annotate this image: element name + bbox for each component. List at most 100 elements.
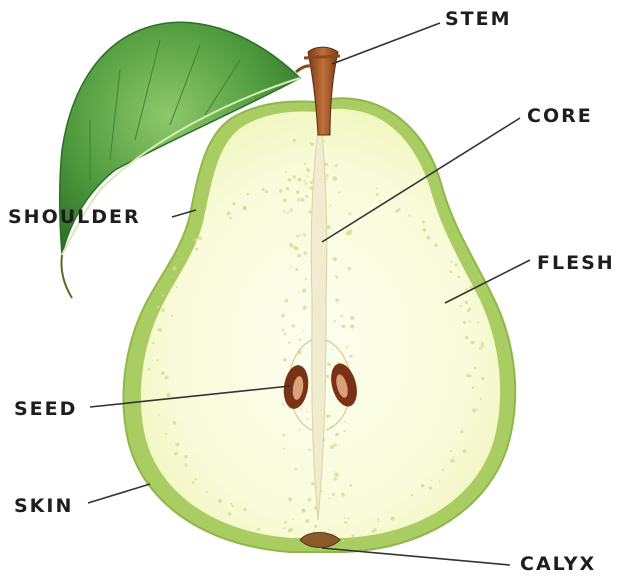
speckle	[326, 178, 328, 180]
speckle	[287, 212, 289, 214]
speckle	[284, 521, 287, 524]
speckle	[335, 165, 338, 168]
speckle	[303, 306, 307, 310]
speckle	[195, 478, 197, 480]
speckle	[231, 505, 233, 507]
seed-label: SEED	[14, 400, 77, 419]
speckle	[468, 308, 471, 311]
speckle	[230, 503, 232, 505]
speckle	[335, 433, 339, 437]
speckle	[351, 534, 354, 537]
speckle	[228, 512, 231, 515]
speckle	[262, 188, 265, 191]
speckle	[166, 393, 170, 397]
speckle	[283, 198, 287, 202]
speckle	[462, 449, 466, 453]
speckle	[298, 291, 300, 293]
speckle	[281, 314, 285, 318]
speckle	[284, 332, 287, 335]
speckle	[198, 236, 202, 240]
speckle	[162, 294, 164, 296]
speckle	[469, 320, 471, 322]
speckle	[283, 210, 285, 212]
speckle	[421, 484, 425, 488]
speckle	[229, 217, 232, 220]
speckle	[449, 271, 452, 274]
stem-leader	[332, 23, 440, 64]
speckle	[206, 491, 208, 493]
speckle	[479, 347, 482, 350]
speckle	[292, 518, 294, 520]
speckle	[296, 235, 299, 238]
skin-label: SKIN	[14, 497, 73, 516]
speckle	[299, 339, 301, 341]
speckle	[334, 320, 336, 322]
speckle	[165, 376, 169, 380]
speckle	[232, 202, 235, 205]
speckle	[302, 289, 306, 293]
speckle	[303, 233, 306, 236]
speckle	[344, 521, 347, 524]
calyx-label: CALYX	[520, 555, 596, 574]
speckle	[335, 298, 339, 302]
speckle	[321, 490, 323, 492]
speckle	[288, 178, 292, 182]
speckle	[176, 286, 178, 288]
speckle	[161, 371, 165, 375]
speckle	[377, 518, 379, 520]
speckle	[450, 261, 452, 263]
speckle	[314, 525, 317, 528]
speckle	[480, 398, 482, 400]
core-label: CORE	[527, 107, 593, 126]
speckle	[172, 266, 176, 270]
speckle	[439, 480, 441, 482]
speckle	[310, 181, 313, 184]
speckle	[330, 445, 334, 449]
speckle	[349, 355, 352, 358]
speckle	[174, 452, 178, 456]
speckle	[194, 238, 197, 241]
speckle	[309, 142, 311, 144]
speckle	[350, 316, 354, 320]
speckle	[434, 244, 437, 247]
speckle	[337, 163, 339, 165]
speckle	[291, 266, 293, 268]
speckle	[243, 207, 246, 210]
speckle	[342, 540, 344, 542]
speckle	[184, 463, 186, 465]
speckle	[379, 200, 381, 202]
speckle	[335, 473, 339, 477]
speckle	[301, 198, 305, 202]
speckle	[158, 414, 160, 416]
speckle	[343, 430, 345, 432]
speckle	[333, 176, 337, 180]
shoulder-label: SHOULDER	[8, 208, 141, 227]
speckle	[257, 528, 260, 531]
speckle	[329, 205, 331, 207]
speckle	[334, 477, 337, 480]
speckle	[349, 212, 352, 215]
speckle	[348, 517, 350, 519]
speckle	[305, 195, 308, 198]
speckle	[148, 368, 151, 371]
speckle	[332, 493, 335, 496]
speckle	[344, 517, 346, 519]
speckle	[409, 214, 411, 216]
speckle	[326, 375, 329, 378]
speckle	[326, 414, 330, 418]
speckle	[227, 211, 231, 215]
speckle	[333, 257, 337, 261]
speckle	[469, 375, 472, 378]
speckle	[311, 482, 314, 485]
speckle	[283, 448, 285, 450]
speckle	[161, 308, 165, 312]
speckle	[305, 519, 309, 523]
speckle	[299, 429, 301, 431]
speckle	[305, 278, 307, 280]
speckle	[460, 430, 463, 433]
speckle	[175, 443, 179, 447]
speckle	[288, 497, 292, 501]
speckle	[330, 415, 332, 417]
skin-leader	[88, 484, 150, 503]
